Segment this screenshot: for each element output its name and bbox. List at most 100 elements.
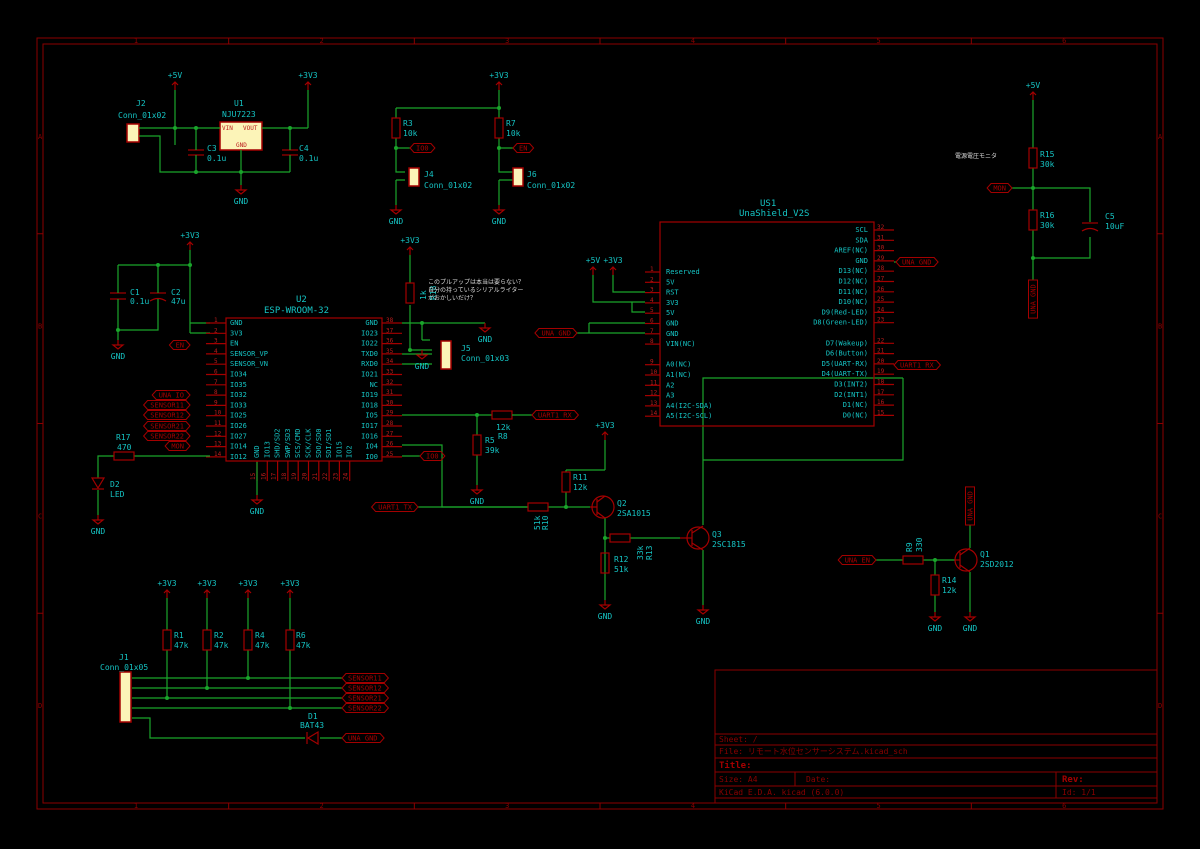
us1-left-pin-num: 11 [650,379,658,386]
d1-ref: D1 [308,712,318,721]
us1-right-pin-num: 28 [877,265,885,272]
j2-connector[interactable] [126,123,140,143]
u2-right-pin-num: 38 [386,317,394,324]
us1-ref: US1 [760,199,776,209]
u2-right-pin-num: 31 [386,389,394,396]
q2-pnp-transistor[interactable] [590,495,615,519]
r13-resistor[interactable] [609,533,631,543]
us1-right-pin-name: AREF(NC) [834,247,868,255]
u2-left-pin-name: IO25 [230,412,247,420]
u2-right-pin-name: IO19 [361,391,378,399]
regulator-section: J2 Conn_01x02 U1 NJU7223 VIN VOUT GND C3… [118,90,318,185]
r6-resistor[interactable] [285,629,295,651]
u2-left-pin-num: 6 [214,369,218,376]
d1-schottky-diode[interactable] [306,730,319,746]
d2-led[interactable] [90,477,106,490]
r14-resistor[interactable] [930,574,940,596]
net-label-vertical: UNA_GND [1030,284,1038,314]
r1-resistor[interactable] [162,629,172,651]
r8-resistor[interactable] [491,410,513,420]
us1-left-pin-name: A2 [666,381,674,389]
r10-resistor[interactable] [527,502,549,512]
u2-left-pin-name: SENSOR_VP [230,350,268,358]
q3-ref: Q3 [712,530,722,539]
ground-symbol: GND [696,617,711,626]
r15-resistor[interactable] [1028,147,1038,169]
uart-level-shift-section: 51k R10 R11 12k Q2 2SA1015 R12 51k 33k R… [418,377,904,605]
c4-capacitor[interactable] [282,145,298,160]
j6-connector[interactable] [512,167,524,187]
u2-bottom-pin-num: 15 [250,472,257,480]
r4-ref: R4 [255,631,265,640]
u2-bottom-pin-name: SDI/SD1 [325,428,333,458]
us1-left-pin-num: 5 [650,307,654,314]
c5-capacitor[interactable] [1081,222,1099,232]
u2-right-pin-num: 35 [386,348,394,355]
j5-connector[interactable] [440,340,452,370]
net-label: SENSOR12 [150,412,184,420]
c4-value: 0.1u [299,154,318,163]
r7-resistor[interactable] [494,117,504,139]
d2-value: LED [110,490,125,499]
title-block-rev: Rev: [1062,775,1084,785]
j5-ref: J5 [461,344,471,353]
title-block-tool: KiCad E.D.A. kicad (6.0.0) [719,788,844,797]
u2-left-pin-num: 3 [214,338,218,345]
r2-resistor[interactable] [202,629,212,651]
us1-right-pin-num: 18 [877,379,885,386]
u2-left-pin-num: 14 [214,451,222,458]
r4-resistor[interactable] [243,629,253,651]
frame-col-label-bottom: 3 [505,802,509,810]
c3-capacitor[interactable] [188,145,204,160]
u2-right-pin-num: 27 [386,430,394,437]
frame-row-label-left: A [38,133,43,141]
r3-resistor[interactable] [391,117,401,139]
power-rail-symbol: +3V3 [603,256,622,265]
frame-col-label-top: 4 [691,37,695,45]
r11-value: 12k [573,483,588,492]
r17-resistor[interactable] [113,451,135,461]
c2-capacitor[interactable] [149,290,167,305]
r8-value: 12k [496,423,511,432]
r5-resistor[interactable] [472,434,482,456]
r13-ref: R13 [645,545,654,560]
frame-col-label-top: 2 [320,37,324,45]
u2-right-pin-name: IO16 [361,432,378,440]
q3-npn-transistor[interactable] [680,525,710,551]
net-label: IO0 [416,145,429,153]
us1-right-pin-name: D6(Button) [826,350,868,358]
r11-resistor[interactable] [561,471,571,493]
u1-regulator[interactable] [219,121,263,151]
q1-npn-transistor[interactable] [954,547,978,573]
us1-right-pin-num: 22 [877,337,885,344]
c1-capacitor[interactable] [110,290,126,305]
j2-value: Conn_01x02 [118,111,166,120]
u2-left-pin-num: 2 [214,327,218,334]
ground-symbol: GND [234,197,249,206]
r18-resistor[interactable] [405,282,415,304]
u2-left-pin-name: IO14 [230,443,247,451]
us1-right-pin-num: 15 [877,409,885,416]
us1-right-pin-num: 29 [877,255,885,262]
power-rail-symbol: +5V [1026,81,1041,90]
j4-connector[interactable] [408,167,420,187]
una-power-switch-section: R9 330 R14 12k Q1 2SD2012 [876,525,1014,612]
r16-resistor[interactable] [1028,209,1038,231]
j1-connector[interactable] [119,671,132,723]
us1-right-pin-num: 26 [877,286,885,293]
r12-resistor[interactable] [600,552,610,574]
q2-value: 2SA1015 [617,509,651,518]
ground-symbol: GND [111,352,126,361]
us1-right-pin-name: D10(NC) [838,298,868,306]
title-block-date: Date: [806,775,830,784]
u2-bottom-pin-name: SHD/SD2 [274,428,282,458]
r17-value: 470 [117,443,132,452]
u2-esp32-module[interactable] [225,317,383,462]
r9-resistor[interactable] [902,555,924,565]
r9-ref: R9 [905,542,914,552]
power-rail-symbol: +3V3 [489,71,508,80]
us1-right-pin-num: 30 [877,245,885,252]
voltage-monitor-section: 電源電圧モニタ R15 30k R16 30k C5 10uF [955,100,1124,280]
u2-right-pin-num: 36 [386,338,394,345]
